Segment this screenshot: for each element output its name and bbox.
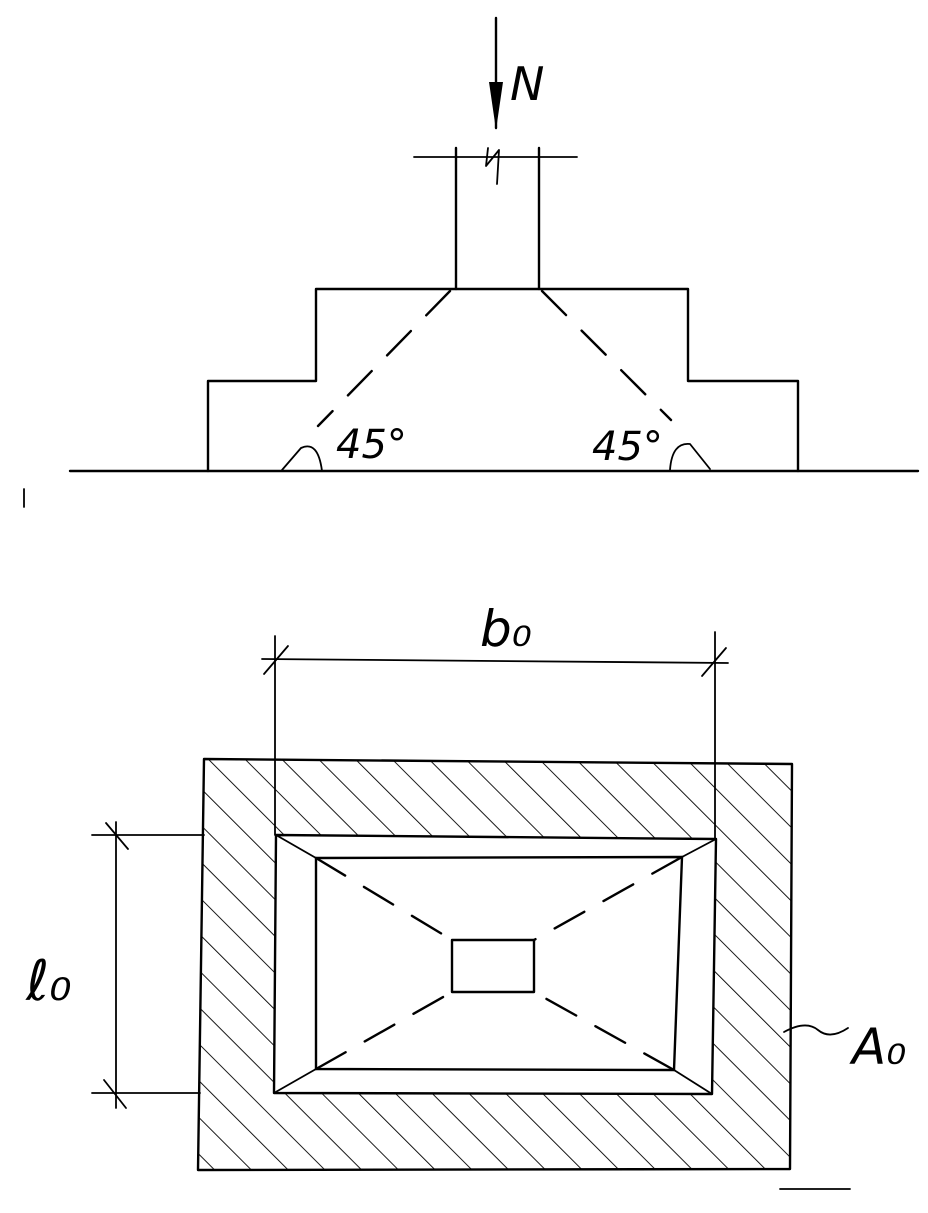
hatched-area (198, 759, 792, 1170)
column-plan-rect (450, 938, 536, 994)
width-label: b₀ (480, 600, 532, 658)
diagonal-tr (532, 855, 684, 942)
length-label: ℓ₀ (25, 949, 72, 1014)
width-dim-line (261, 658, 729, 664)
corner-link-tr (681, 838, 717, 858)
footing-outer-rect (196, 757, 794, 1172)
angle-label-right: 45° (592, 424, 663, 470)
area-label: A₀ (849, 1018, 906, 1076)
punching-line-right (540, 289, 673, 422)
angle-label-left: 45° (336, 422, 407, 468)
angle-arc-right (669, 443, 711, 471)
load-label: N (510, 57, 544, 111)
footing-outline (206, 287, 800, 473)
elevation-view: N 45° 45° (68, 16, 920, 473)
load-arrow-head (489, 82, 503, 130)
width-tick-left (263, 645, 289, 675)
break-symbol (485, 147, 500, 185)
corner-link-tl (275, 834, 317, 859)
corner-link-br (673, 1069, 713, 1095)
diagonal-bl (314, 990, 454, 1071)
area-leader (783, 1024, 849, 1036)
width-tick-right (701, 647, 727, 677)
length-tick-bottom (103, 1079, 127, 1109)
plan-view: b₀ ℓ₀ A₀ (25, 600, 906, 1172)
diagonal-br (532, 990, 676, 1072)
angle-arc-left (281, 445, 323, 472)
punching-line-left (316, 289, 452, 428)
corner-link-bl (273, 1068, 317, 1094)
length-tick-top (105, 822, 129, 850)
diagonal-tl (314, 856, 454, 942)
